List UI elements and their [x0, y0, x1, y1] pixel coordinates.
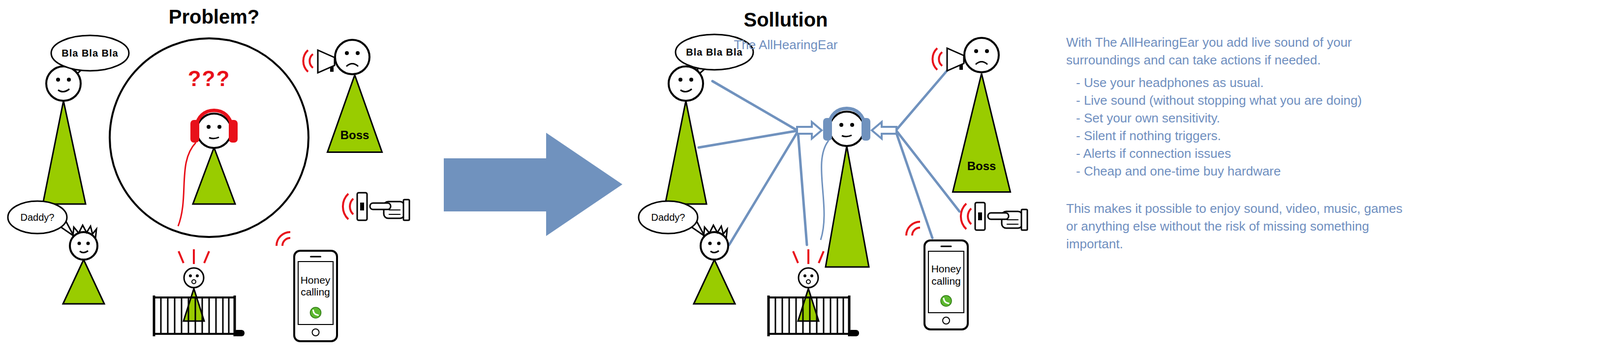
- description-paragraph: With The AllHearingEar you add live soun…: [1066, 33, 1406, 69]
- boss-label: Boss: [340, 128, 370, 143]
- child-head: [700, 225, 729, 260]
- person-body: [665, 100, 707, 205]
- child-head: [69, 225, 98, 260]
- focus-circle: ???: [108, 36, 310, 239]
- speech-bubble: Bla Bla Bla: [50, 34, 130, 72]
- headphone-band: [196, 110, 232, 130]
- bubble-outline: [7, 201, 67, 234]
- headphone-cup: [823, 118, 832, 141]
- home-button: [942, 317, 950, 325]
- panel-title: Problem?: [168, 5, 260, 29]
- body-triangle: [953, 73, 1011, 193]
- child-body: [62, 259, 105, 305]
- call-icon: [940, 295, 952, 307]
- crib: [767, 249, 860, 337]
- input-arrow: [797, 122, 822, 139]
- panel-title: Sollution: [743, 8, 828, 31]
- person-head: [46, 66, 81, 101]
- feature-bullet: - Cheap and one-time buy hardware: [1066, 162, 1406, 181]
- call-handset: [943, 298, 949, 304]
- megaphone: [303, 50, 335, 73]
- confusion-marks: ???: [187, 66, 231, 92]
- sound-lines: [698, 68, 960, 246]
- speech-bubble: Daddy?: [637, 200, 699, 235]
- pointing-hand: [987, 209, 1028, 231]
- boss-body: Boss: [952, 72, 1012, 193]
- person-body: [42, 100, 86, 205]
- product-name: The AllHearingEar: [734, 37, 838, 53]
- speech-bubble: Daddy?: [6, 200, 68, 235]
- ringing-waves: [906, 221, 921, 236]
- circle-outline: [109, 38, 309, 238]
- phone-speaker: [941, 246, 952, 248]
- speech-text: Daddy?: [651, 212, 686, 224]
- feature-bullet: - Use your headphones as usual.: [1066, 73, 1406, 92]
- node-outline: [952, 72, 1012, 193]
- doorbell: [960, 202, 985, 231]
- feature-bullet: - Alerts if connection issues: [1066, 144, 1406, 163]
- bubble-outline: [638, 201, 698, 234]
- person-head: [668, 66, 704, 101]
- boss-body: Boss: [326, 74, 383, 154]
- pointing-hand: [369, 199, 410, 221]
- phone-screen: [928, 251, 964, 313]
- boss-label: Boss: [967, 159, 997, 174]
- phone-speaker: [310, 256, 321, 258]
- headphone-cup: [190, 120, 200, 143]
- phone: Honey calling: [923, 239, 969, 331]
- call-icon: [309, 307, 321, 319]
- feature-bullet: - Live sound (without stopping what you …: [1066, 91, 1406, 110]
- call-handset: [312, 310, 318, 316]
- input-arrow: [871, 122, 897, 139]
- boss-head: [964, 37, 999, 73]
- ringing-waves: [276, 232, 291, 247]
- body-triangle: [327, 75, 383, 153]
- phone-text: Honey calling: [931, 263, 962, 287]
- phone-text: Honey calling: [300, 274, 331, 299]
- doorbell: [342, 192, 368, 221]
- headphone-band: [829, 108, 865, 128]
- description-paragraph: This makes it possible to enjoy sound, v…: [1066, 199, 1406, 253]
- phone: Honey calling: [293, 249, 339, 343]
- listener-head: [829, 111, 864, 147]
- phone-screen: [298, 261, 334, 325]
- headphone-cup: [861, 118, 871, 141]
- feature-bullet: - Silent if nothing triggers.: [1066, 126, 1406, 145]
- description-block: With The AllHearingEar you add live soun…: [1066, 33, 1406, 253]
- boss-head: [335, 39, 370, 75]
- bubble-outline: [51, 35, 129, 71]
- feature-bullet: - Set your own sensitivity.: [1066, 109, 1406, 127]
- child-body: [693, 259, 736, 305]
- headphone-cup: [228, 120, 238, 143]
- speech-text: Daddy?: [20, 212, 55, 224]
- megaphone: [932, 48, 964, 71]
- crib: [153, 249, 245, 337]
- home-button: [311, 329, 319, 337]
- transition-arrow: [443, 132, 623, 237]
- listener-body: [192, 147, 236, 205]
- headphone-cord: [178, 142, 196, 227]
- headphone-cord: [820, 140, 829, 241]
- listener-body: [825, 146, 869, 268]
- listener-head: [196, 113, 232, 149]
- speech-text: Bla Bla Bla: [61, 47, 119, 60]
